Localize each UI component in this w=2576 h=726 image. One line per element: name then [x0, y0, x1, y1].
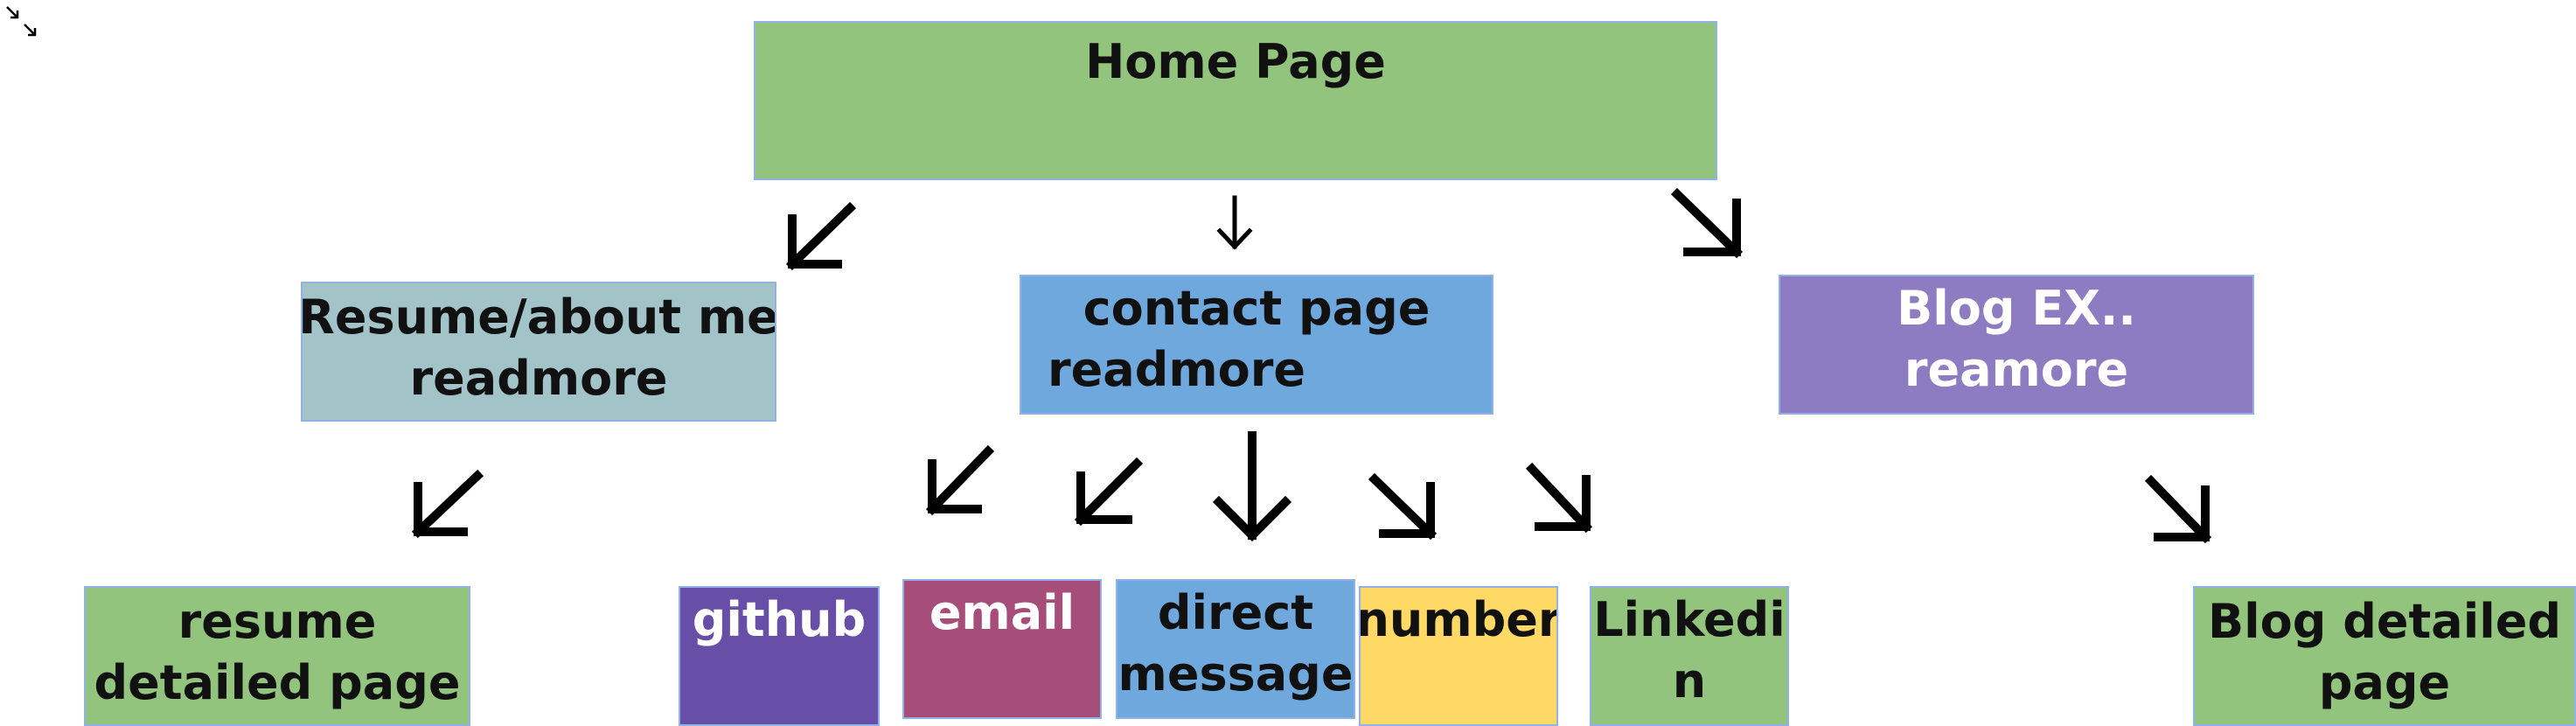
blog-detail-line-1: Blog detailed — [2207, 594, 2562, 649]
arrow-resume-to-detail — [411, 469, 484, 539]
blog-label-line-1: Blog EX.. — [1897, 281, 2136, 336]
arrow-home-to-contact — [1216, 195, 1253, 250]
resume-node: Resume/about me readmore — [301, 282, 776, 422]
blog-detail-line-2: page — [2318, 655, 2451, 710]
resume-detailed-page-node: resume detailed page — [84, 586, 470, 726]
linkedin-node: Linkedi n — [1590, 586, 1789, 726]
resume-label-line-2: readmore — [409, 351, 668, 406]
arrow-contact-to-number — [1368, 472, 1438, 541]
direct-message-line-2: message — [1117, 646, 1354, 702]
linkedin-line-2: n — [1672, 653, 1707, 709]
contact-label-line-1: contact page — [1083, 281, 1431, 336]
resume-detail-line-1: resume — [178, 594, 377, 649]
arrow-contact-to-email — [1074, 457, 1144, 527]
contact-label-line-2: readmore — [1048, 342, 1305, 397]
arrow-contact-to-github — [925, 444, 995, 516]
email-node: email — [902, 579, 1102, 719]
home-page-node: Home Page — [754, 21, 1717, 180]
arrow-blog-to-detail — [2144, 474, 2212, 544]
direct-message-node: direct message — [1116, 579, 1355, 719]
arrow-contact-to-linkedin — [1525, 462, 1593, 534]
arrow-home-to-resume — [785, 201, 857, 271]
linkedin-line-1: Linkedi — [1593, 592, 1786, 647]
number-node: number — [1359, 586, 1558, 726]
arrow-contact-to-direct-message — [1212, 431, 1292, 542]
number-label: number — [1359, 592, 1558, 647]
email-label: email — [929, 585, 1076, 640]
collapse-arrows-icon[interactable] — [3, 3, 38, 38]
github-node: github — [679, 586, 880, 726]
home-page-label: Home Page — [1085, 34, 1386, 89]
resume-detail-line-2: detailed page — [94, 655, 461, 710]
blog-detailed-page-node: Blog detailed page — [2193, 586, 2576, 726]
arrow-home-to-blog — [1670, 187, 1744, 259]
blog-node: Blog EX.. reamore — [1779, 275, 2254, 415]
direct-message-line-1: direct — [1157, 585, 1314, 640]
github-label: github — [692, 592, 867, 647]
resume-label-line-1: Resume/about me — [301, 290, 776, 345]
contact-page-node: contact page readmore — [1020, 275, 1493, 415]
blog-label-line-2: reamore — [1904, 342, 2129, 397]
